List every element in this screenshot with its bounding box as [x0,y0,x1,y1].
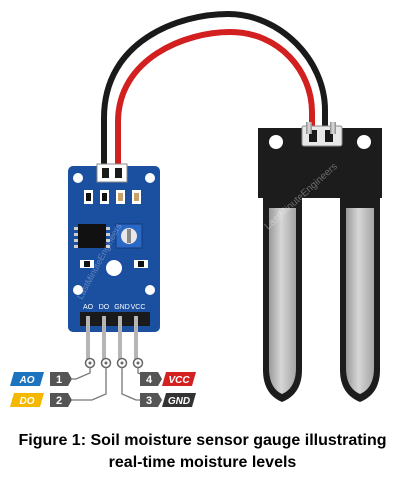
svg-text:AO: AO [19,375,35,386]
svg-text:GND: GND [168,396,190,407]
pcb-mount-hole-bottom-left [73,285,83,295]
figure-caption: Figure 1: Soil moisture sensor gauge ill… [0,430,405,474]
header-label-ao: AO [83,304,94,311]
module-pcb [68,166,160,332]
pin-number-tag-1: 1 [50,372,72,386]
probe-mount-hole-left [269,135,283,149]
pcb-mount-hole-top-right [145,173,155,183]
comparator-chip [78,224,106,248]
module-input-connector [96,163,128,183]
pin-lead-1 [72,367,91,380]
caption-line-1: Figure 1: Soil moisture sensor gauge ill… [18,432,387,449]
black-wire [101,10,328,171]
caption-line-2: real-time moisture levels [108,454,297,471]
pin-label-tag-gnd: GND [162,393,196,407]
pcb-mount-hole-bottom-right [145,285,155,295]
svg-text:DO: DO [20,396,35,407]
pin-number-tag-4: 4 [140,372,162,386]
header-pins [86,316,138,360]
header-label-gnd: GND [114,304,130,311]
svg-text:VCC: VCC [168,375,190,386]
header-pin-1 [86,316,90,360]
svg-text:1: 1 [56,374,62,386]
probe-mount-hole-right [357,135,371,149]
pin-number-tag-3: 3 [140,393,162,407]
header-label-vcc: VCC [131,304,146,311]
pin-label-tag-do: DO [10,393,44,407]
header-pin-4 [134,316,138,360]
output-header [80,312,150,326]
pin-label-tag-vcc: VCC [162,372,196,386]
svg-text:3: 3 [146,395,152,407]
red-wire [115,28,315,171]
probe-trace-right [346,208,374,394]
probe-trace-left [269,208,296,394]
probe-head [258,128,382,198]
status-led [106,260,122,276]
header-pin-3 [118,316,122,360]
pcb-mount-hole-top-left [73,173,83,183]
svg-text:4: 4 [146,374,153,386]
jumper-wires [101,10,328,171]
soil-probe: LastMinuteEngineers [258,122,382,402]
pin-label-tag-ao: AO [10,372,44,386]
svg-text:2: 2 [56,395,62,407]
pin-lead-2 [72,367,107,401]
soil-moisture-sensor-diagram: LastMinuteEngineers LastMinuteEngine [10,10,382,407]
pin-tags: 1 AO 2 DO 3 GND 4 VCC [10,372,196,407]
pin-number-tag-2: 2 [50,393,72,407]
header-label-do: DO [99,304,110,311]
header-pin-2 [102,316,106,360]
